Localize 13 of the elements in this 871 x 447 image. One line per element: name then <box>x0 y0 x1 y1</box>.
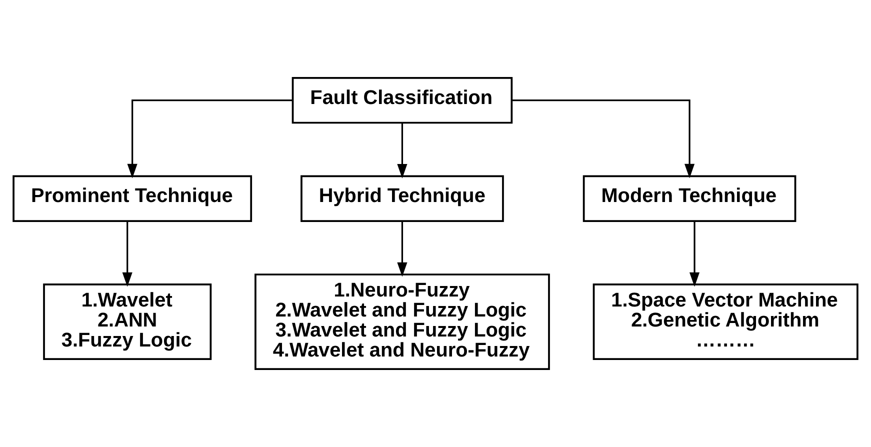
node-box: 1.Neuro-Fuzzy 2.Wavelet and Fuzzy Logic 3.Wavelet and Fuzzy Logic 4.Wavelet and Neuro-Fuzzy <box>254 274 550 370</box>
arrow <box>689 221 700 287</box>
node-box: Modern Technique <box>582 175 796 222</box>
node-box: 1.Space Vector Machine 2.Genetic Algorithm ……… <box>592 284 858 360</box>
node-box: Prominent Technique <box>12 175 252 222</box>
arrow <box>122 221 132 287</box>
arrow <box>397 221 408 277</box>
arrow <box>397 123 408 178</box>
arrow <box>127 100 292 178</box>
node-box: 1.Wavelet 2.ANN 3.Fuzzy Logic <box>43 284 212 360</box>
node-box: Hybrid Technique <box>300 175 504 222</box>
arrow <box>512 100 695 178</box>
node-box: Fault Classification <box>292 77 513 124</box>
